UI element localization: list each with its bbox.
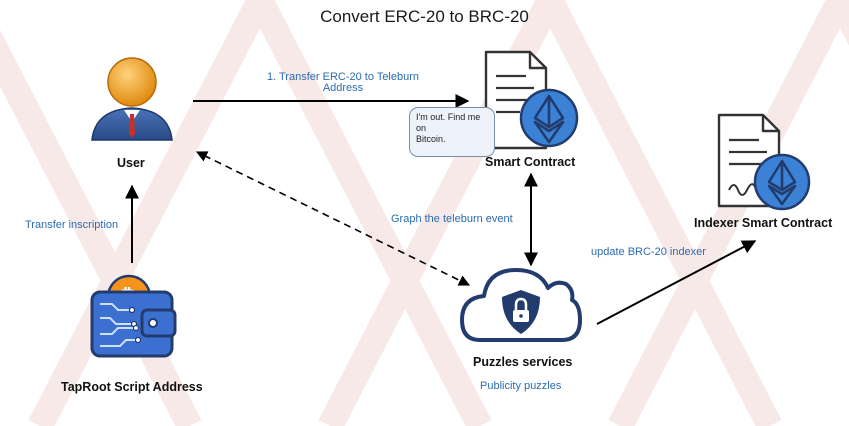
ethereum-document-icon bbox=[484, 50, 579, 150]
edge-puzzles-user-dashed bbox=[195, 151, 471, 286]
transfer-inscription-label: Transfer inscription bbox=[25, 219, 119, 231]
diagram-title: Convert ERC-20 to BRC-20 bbox=[320, 7, 529, 26]
speech-bubble-line1: I'm out. Find me on bbox=[416, 112, 481, 133]
user-label: User bbox=[117, 156, 145, 170]
taproot-script-address-label: TapRoot Script Address bbox=[61, 380, 203, 394]
update-brc20-indexer-label: update BRC-20 indexer bbox=[591, 246, 706, 258]
indexer-smart-contract-label: Indexer Smart Contract bbox=[694, 216, 833, 230]
puzzles-services-label: Puzzles services bbox=[473, 355, 573, 369]
bitcoin-wallet-icon: ₿ bbox=[90, 274, 177, 358]
edge-puzzles-to-indexer bbox=[596, 240, 757, 325]
graph-teleburn-event-label: Graph the teleburn event bbox=[391, 213, 513, 225]
transfer-erc20-label: 1. Transfer ERC-20 to Teleburn Address bbox=[257, 72, 429, 94]
cloud-shield-lock-icon bbox=[460, 268, 582, 342]
transfer-erc20-label-line2: Address bbox=[322, 82, 364, 94]
speech-bubble: I'm out. Find me on Bitcoin. bbox=[409, 107, 495, 157]
user-avatar-icon bbox=[91, 57, 173, 141]
smart-contract-label: Smart Contract bbox=[485, 155, 576, 169]
publicity-puzzles-label: Publicity puzzles bbox=[480, 380, 562, 392]
speech-bubble-line2: Bitcoin. bbox=[416, 134, 446, 144]
transfer-erc20-label-line1: 1. Transfer ERC-20 to Teleburn bbox=[266, 71, 420, 83]
ethereum-certificate-icon bbox=[717, 113, 811, 211]
